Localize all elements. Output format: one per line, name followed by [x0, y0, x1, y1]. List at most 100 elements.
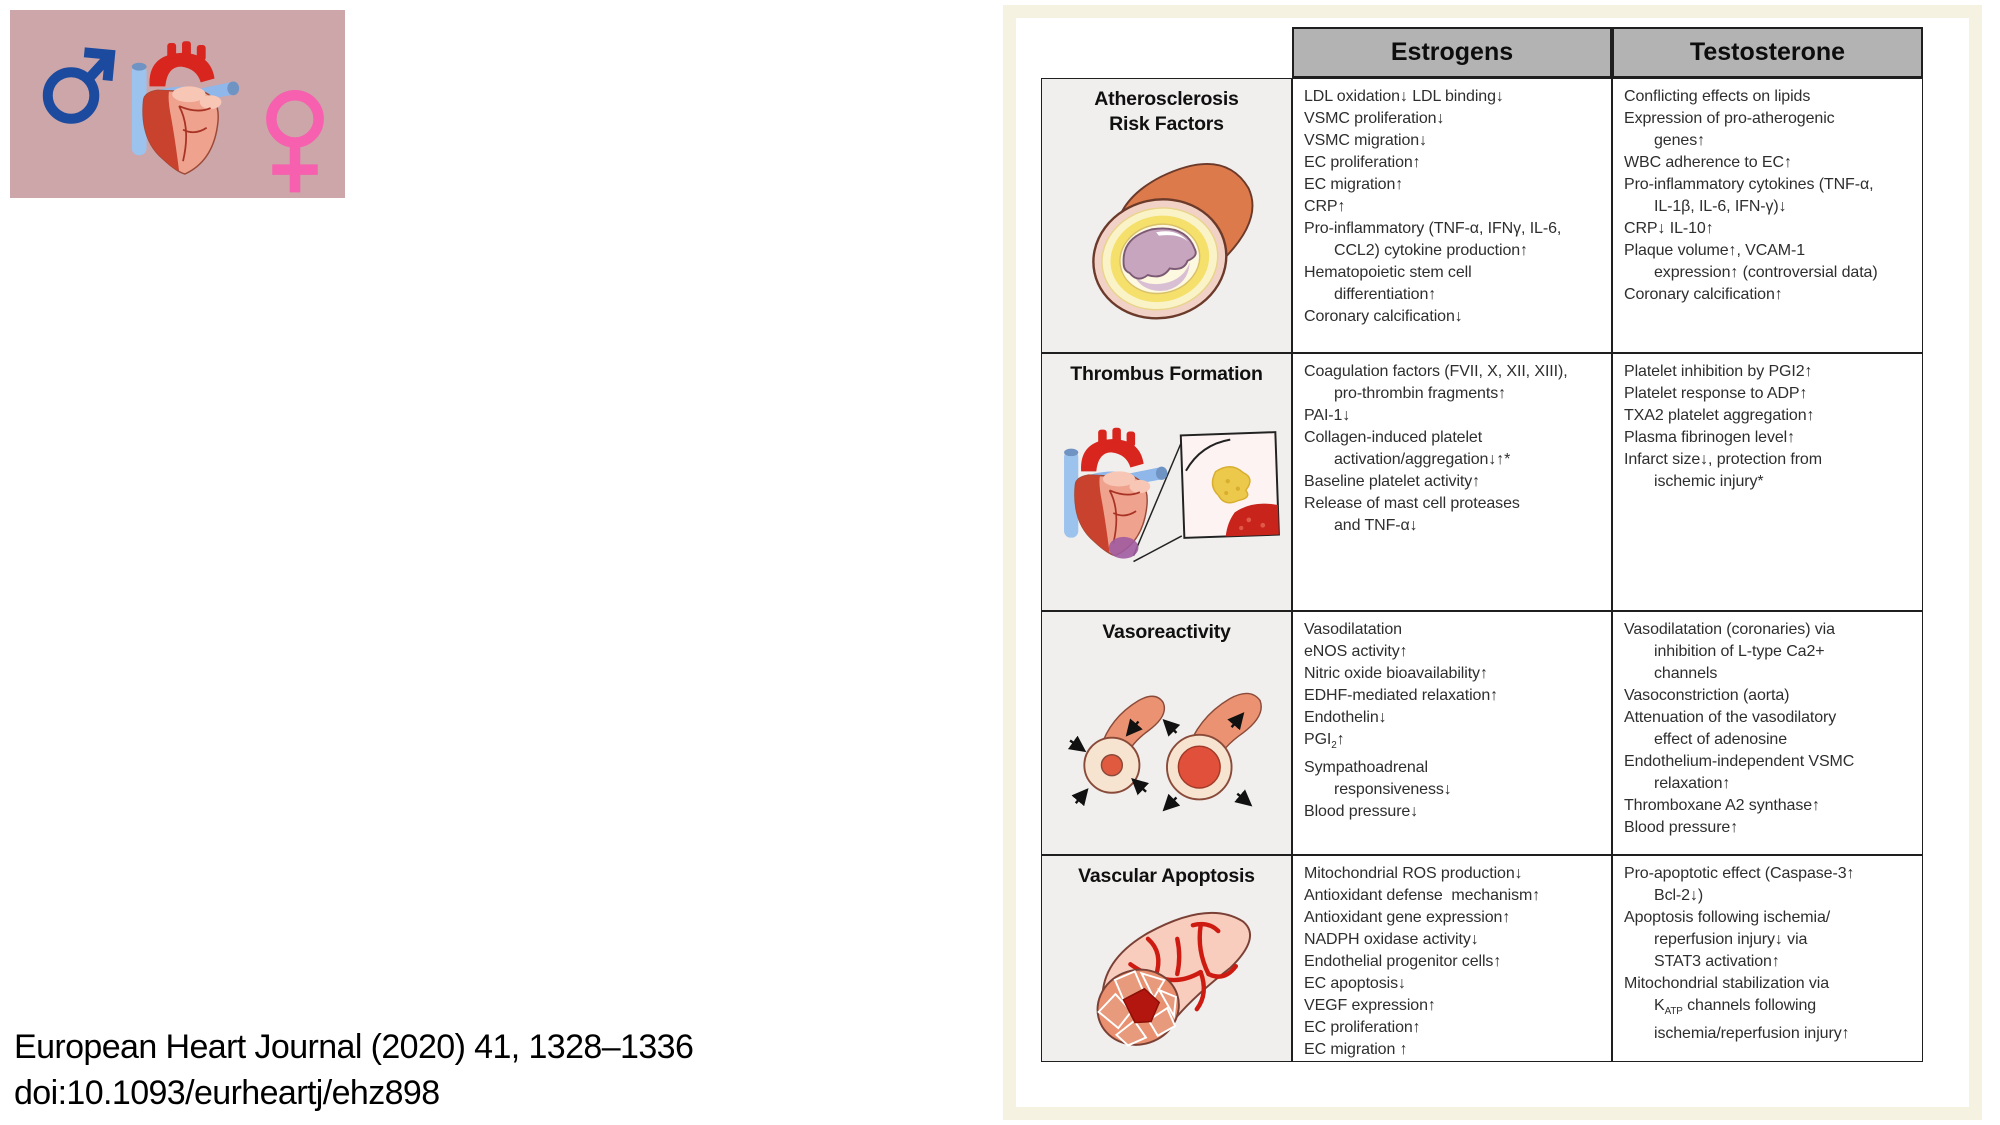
cell-line: Vasoconstriction (aorta)	[1624, 687, 1790, 704]
cell-line: Hematopoietic stem cell	[1304, 264, 1472, 281]
row-illustration	[1042, 137, 1291, 352]
cell-line: EC proliferation↑	[1304, 1019, 1421, 1036]
cell-line: Plasma fibrinogen level↑	[1624, 429, 1796, 446]
figure-inner: Estrogens Testosterone Atherosclerosis R…	[1016, 18, 1969, 1107]
cell-line: Nitric oxide bioavailability↑	[1304, 665, 1488, 682]
row-illustration	[1042, 645, 1291, 854]
testosterone-cell: Pro-apoptotic effect (Caspase-3↑ Bcl-2↓) A…	[1612, 855, 1923, 1062]
cell-line: LDL oxidation↓ LDL binding↓	[1304, 88, 1504, 105]
cell-line: Mitochondrial ROS production↓	[1304, 865, 1523, 882]
cell-line: EC proliferation↑	[1304, 154, 1421, 171]
vessel-constriction-dilation-icon	[1067, 692, 1262, 811]
cell-line: STAT3 activation↑	[1654, 953, 1780, 970]
row-label: Atherosclerosis Risk Factors	[1094, 88, 1239, 135]
cell-line: EC apoptosis↓	[1304, 975, 1406, 992]
female-symbol-icon	[266, 90, 324, 193]
cell-line: TXA2 platelet aggregation↑	[1624, 407, 1815, 424]
row-label: Vascular Apoptosis	[1078, 865, 1255, 887]
row-label: Vasoreactivity	[1102, 621, 1231, 643]
cell-line: EC migration ↑	[1304, 1041, 1408, 1058]
cell-line: VSMC migration↓	[1304, 132, 1427, 149]
hero-image	[10, 10, 345, 198]
cell-line: Thromboxane A2 synthase↑	[1624, 797, 1820, 814]
cell-line: relaxation↑	[1654, 775, 1731, 792]
cell-line: Platelet inhibition by PGI2↑	[1624, 363, 1813, 380]
cell-line: Coronary calcification↑	[1624, 286, 1783, 303]
cell-line: PGI2↑	[1304, 731, 1345, 752]
row-label-cell: Vascular Apoptosis	[1041, 855, 1292, 1062]
cell-line: Apoptosis following ischemia/	[1624, 909, 1831, 926]
cell-line: expression↑ (controversial data)	[1654, 264, 1878, 281]
cell-line: ischemic injury*	[1654, 473, 1764, 490]
row-label: Thrombus Formation	[1070, 363, 1263, 385]
cell-line: KATP channels following	[1654, 997, 1817, 1018]
testosterone-cell: Platelet inhibition by PGI2↑ Platelet res…	[1612, 353, 1923, 611]
cell-line: eNOS activity↑	[1304, 643, 1408, 660]
cell-line: Antioxidant gene expression↑	[1304, 909, 1511, 926]
cell-line: Plaque volume↑, VCAM-1	[1624, 242, 1805, 259]
header-cell-testosterone: Testosterone	[1612, 27, 1923, 78]
cell-line: Conflicting effects on lipids	[1624, 88, 1811, 105]
cell-line: Mitochondrial stabilization via	[1624, 975, 1830, 992]
cell-line: Antioxidant defense mechanism↑	[1304, 887, 1541, 904]
cell-line: Endothelium-independent VSMC	[1624, 753, 1855, 770]
apoptotic-vessel-icon	[1096, 911, 1251, 1047]
header-spacer	[1041, 27, 1292, 78]
cell-line: ischemia/reperfusion injury↑	[1654, 1025, 1850, 1043]
cell-line: CRP↓ IL-10↑	[1624, 220, 1714, 237]
cell-line: responsiveness↓	[1334, 781, 1452, 799]
row-illustration	[1042, 387, 1291, 610]
row-label-cell: Vasoreactivity	[1041, 611, 1292, 855]
cell-line: WBC adherence to EC↑	[1624, 154, 1792, 171]
cell-line: Endothelial progenitor cells↑	[1304, 953, 1502, 970]
cell-line: Infarct size↓, protection from	[1624, 451, 1822, 468]
comparison-table: Estrogens Testosterone Atherosclerosis R…	[1041, 27, 1923, 1062]
estrogens-cell: Coagulation factors (FVII, X, XII, XIII)…	[1292, 353, 1612, 611]
cell-line: Sympathoadrenal	[1304, 759, 1428, 777]
cell-line: differentiation↑	[1334, 286, 1437, 303]
cell-line: EDHF-mediated relaxation↑	[1304, 687, 1499, 704]
citation-line-1: European Heart Journal (2020) 41, 1328–1…	[14, 1028, 694, 1066]
cell-line: Platelet response to ADP↑	[1624, 385, 1808, 402]
row-illustration	[1042, 889, 1291, 1061]
citation-line-2: doi:10.1093/eurheartj/ehz898	[14, 1074, 440, 1112]
cell-line: CCL2) cytokine production↑	[1334, 242, 1528, 259]
cell-line: Pro-inflammatory cytokines (TNF-α,	[1624, 176, 1874, 193]
cell-line: genes↑	[1654, 132, 1705, 149]
cell-line: Coronary calcification↓	[1304, 308, 1463, 325]
cell-line: Release of mast cell proteases	[1304, 495, 1520, 512]
male-symbol-icon	[42, 47, 116, 124]
estrogens-cell: LDL oxidation↓ LDL binding↓VSMC prolifer…	[1292, 78, 1612, 353]
header-cell-estrogens: Estrogens	[1292, 27, 1612, 78]
cell-line: effect of adenosine	[1654, 731, 1788, 748]
row-label-cell: Atherosclerosis Risk Factors	[1041, 78, 1292, 353]
cell-line: Vasodilatation (coronaries) via	[1624, 621, 1835, 638]
cell-line: reperfusion injury↓ via	[1654, 931, 1808, 948]
figure-panel: Estrogens Testosterone Atherosclerosis R…	[1003, 5, 1982, 1120]
cell-line: Endothelin↓	[1304, 709, 1387, 726]
cell-line: Baseline platelet activity↑	[1304, 473, 1481, 490]
cell-line: channels	[1654, 665, 1718, 682]
row-label-cell: Thrombus Formation	[1041, 353, 1292, 611]
cell-line: Vasodilatation	[1304, 621, 1402, 638]
cell-line: CRP↑	[1304, 198, 1346, 215]
cell-line: pro-thrombin fragments↑	[1334, 385, 1506, 402]
anatomical-heart-icon	[120, 20, 248, 200]
cell-line: EC migration↑	[1304, 176, 1404, 193]
estrogens-cell: Vasodilatation eNOS activity↑ Nitric oxide…	[1292, 611, 1612, 855]
cell-line: Coagulation factors (FVII, X, XII, XIII)…	[1304, 363, 1568, 380]
cell-line: activation/aggregation↓↑*	[1334, 451, 1511, 468]
cell-line: Blood pressure↓	[1304, 803, 1419, 821]
cell-line: Attenuation of the vasodilatory	[1624, 709, 1837, 726]
cell-line: Bcl-2↓)	[1654, 887, 1704, 904]
cell-line: Blood pressure↑	[1624, 819, 1739, 836]
cell-line: Pro-apoptotic effect (Caspase-3↑	[1624, 865, 1855, 882]
atherosclerotic-artery-icon	[1091, 162, 1253, 320]
cell-line: and TNF-α↓	[1334, 517, 1418, 534]
heart-thrombus-magnifier-icon	[1063, 427, 1280, 562]
cell-line: PAI-1↓	[1304, 407, 1351, 424]
cell-line: Expression of pro-atherogenic	[1624, 110, 1835, 127]
